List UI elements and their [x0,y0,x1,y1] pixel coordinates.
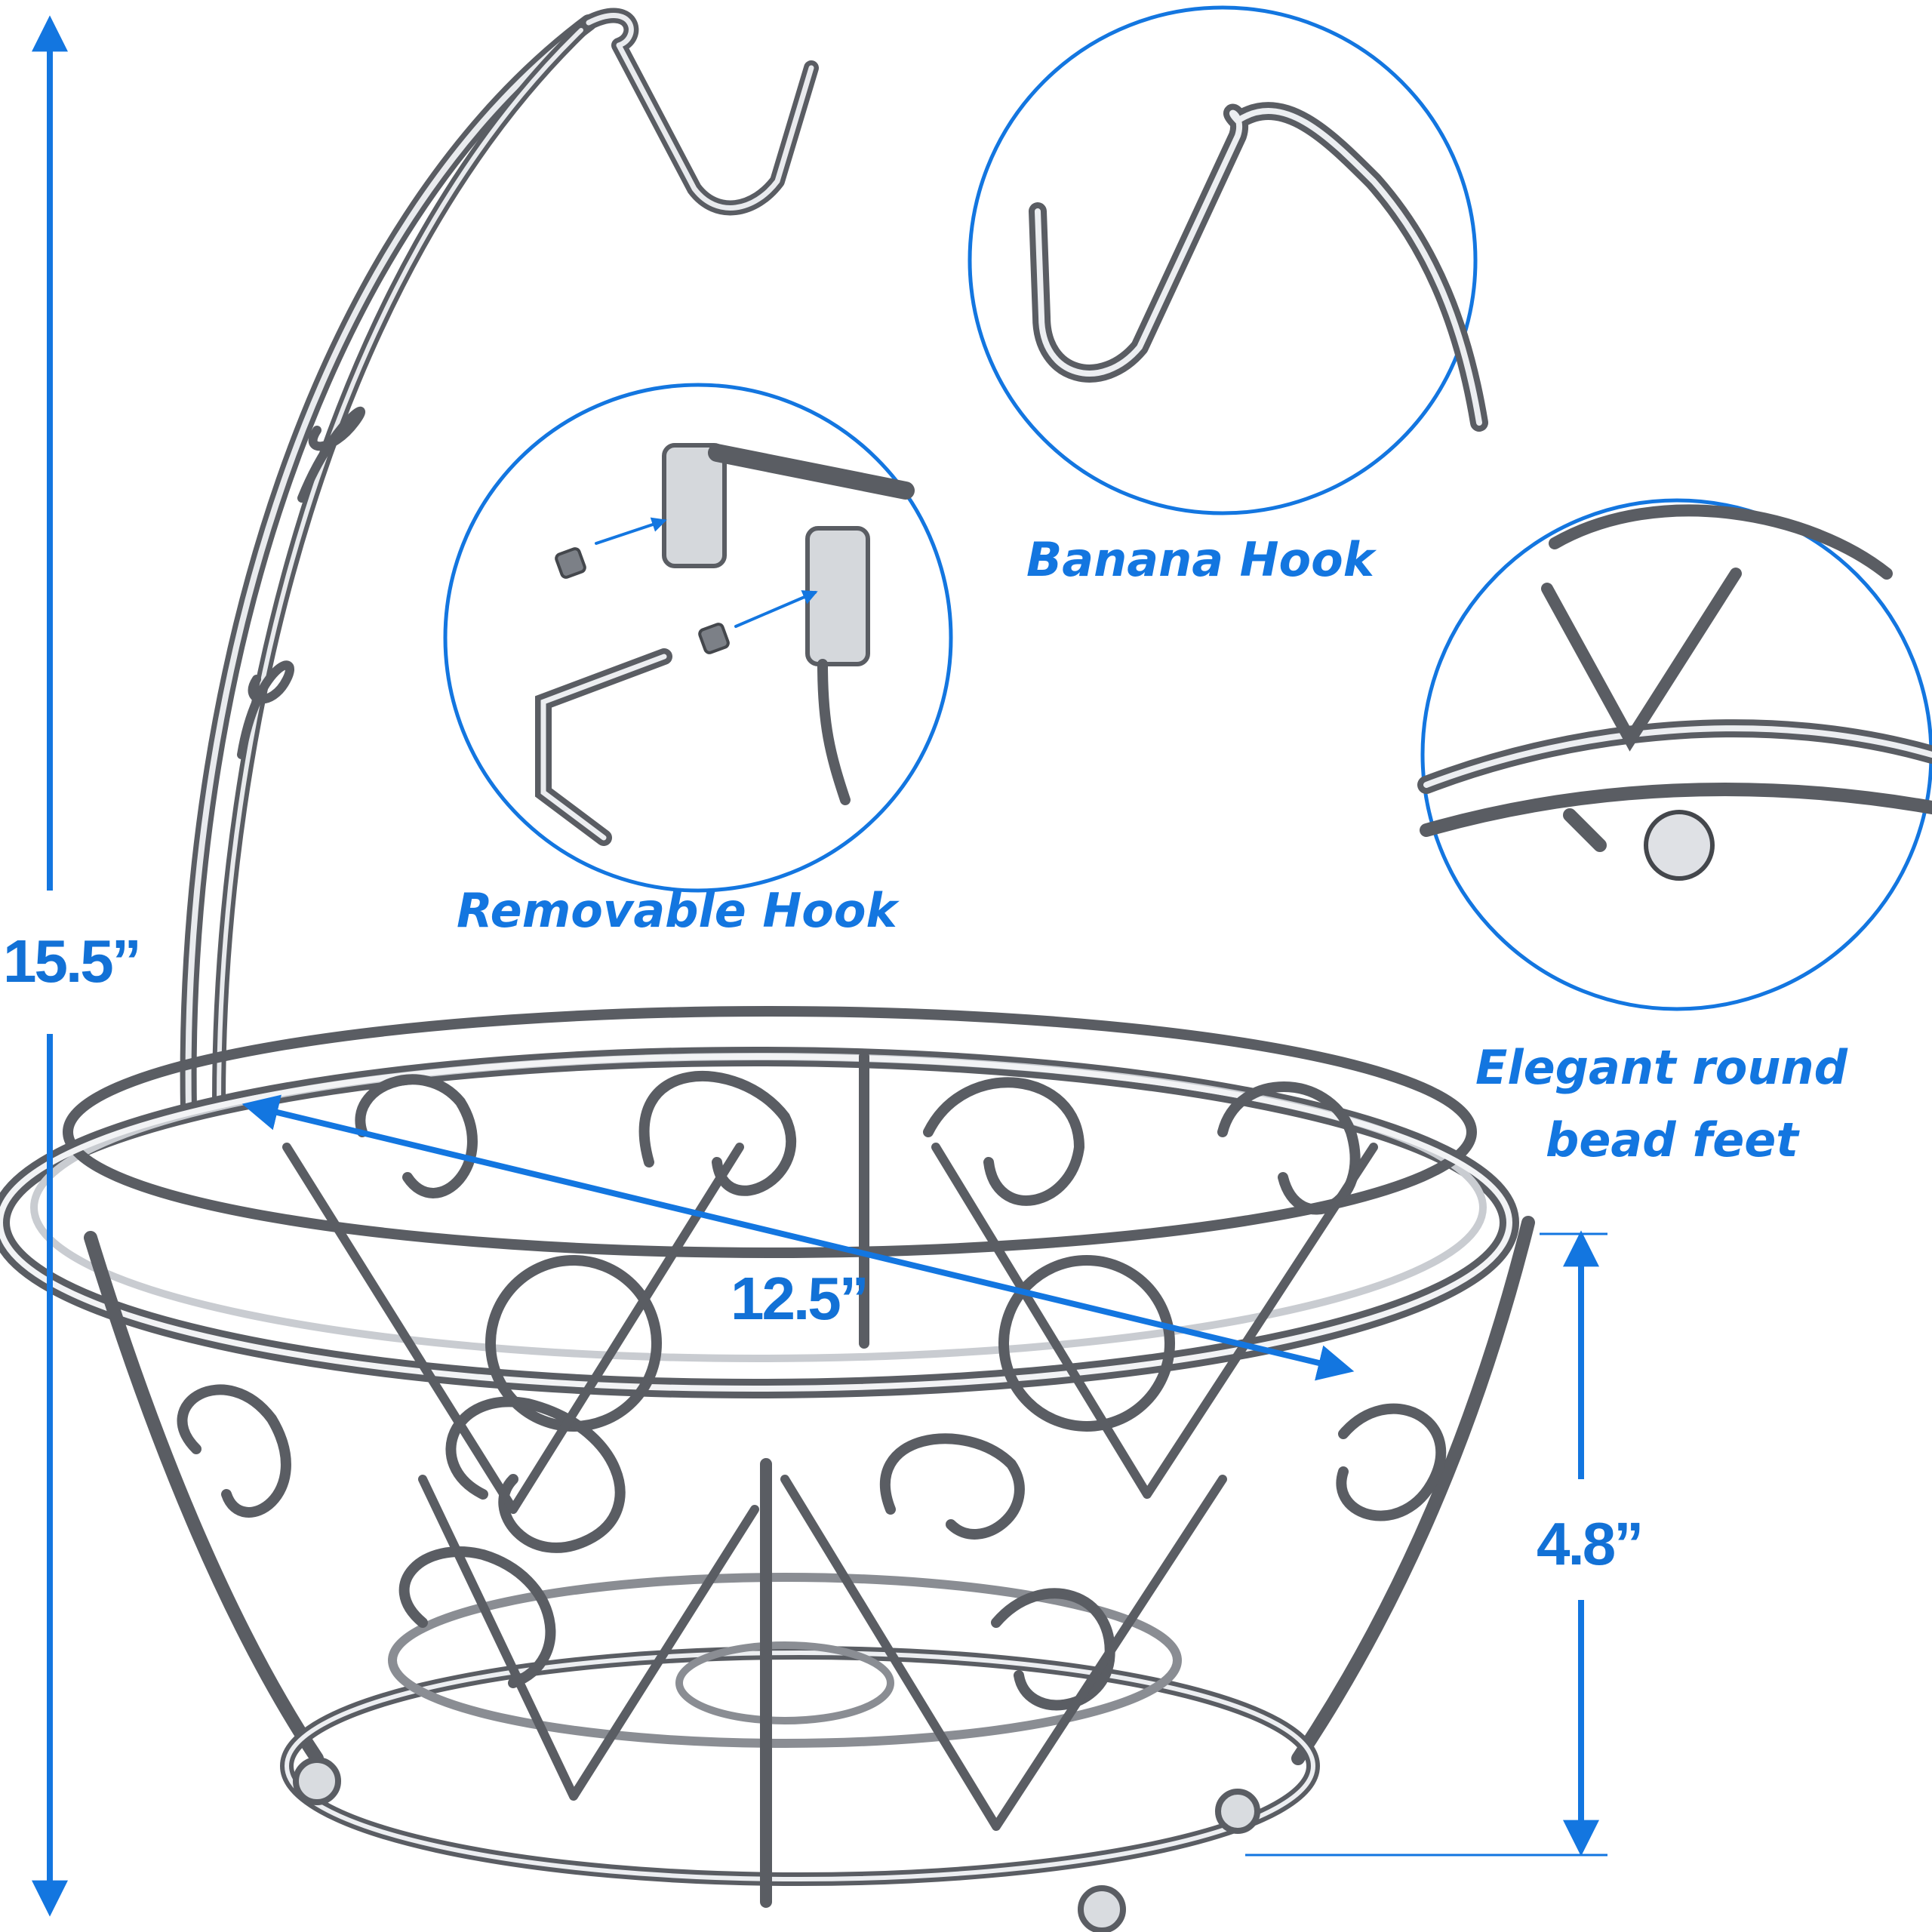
bead-feet-detail [1417,504,1932,881]
removable-hook-detail [535,443,915,846]
basket-body [0,1006,1535,1908]
bead-feet-label-line1: Elegant round [1475,1040,1848,1095]
banana-hook-detail [1029,102,1488,432]
callout-circles [443,5,1932,1011]
bead-feet [293,1757,1260,1932]
diameter-value: 12.5” [731,1265,869,1332]
banana-stand-arch [180,8,819,1118]
bead-feet-label-line2: bead feet [1546,1112,1798,1168]
dimension-lines [32,15,1607,1917]
detail-circle-banana-hook [968,5,1478,515]
detail-circle-removable-hook [443,383,953,893]
overall-height-value: 15.5” [3,928,142,995]
basket-height-value: 4.8” [1537,1510,1644,1577]
diameter-arrow [242,1094,1355,1381]
removable-hook-label: Removable Hook [457,883,897,938]
banana-hook-label: Banana Hook [1026,532,1374,587]
